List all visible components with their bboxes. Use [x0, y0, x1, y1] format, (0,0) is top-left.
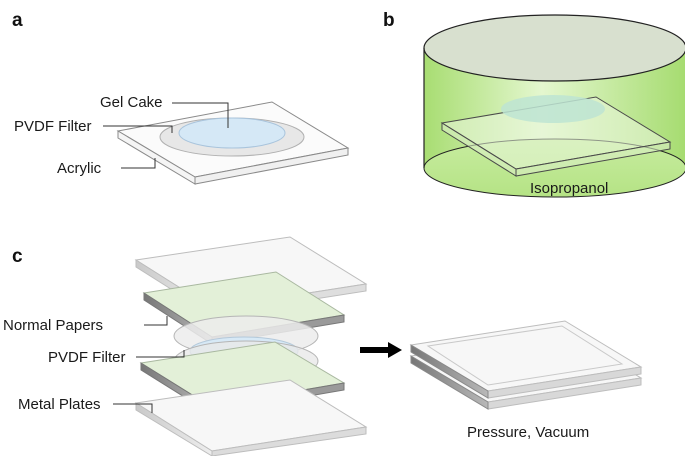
pvdf-filter-label-c: PVDF Filter — [48, 349, 126, 366]
pvdf-filter-label-a: PVDF Filter — [14, 118, 92, 135]
pvdf-filter-leader-c — [136, 350, 185, 358]
gel-cake-label: Gel Cake — [100, 94, 163, 111]
metal-plates-leader — [113, 403, 153, 413]
pvdf-filter-leader-a — [103, 125, 173, 133]
process-arrow — [360, 342, 402, 358]
gel-cake — [178, 117, 286, 149]
gel-cake-leader — [172, 102, 229, 128]
isopropanol-label: Isopropanol — [530, 180, 608, 197]
pressed-stack — [409, 320, 643, 410]
panel-c-letter: c — [12, 246, 23, 267]
panel-a-letter: a — [12, 10, 23, 31]
panel-b-letter: b — [383, 10, 395, 31]
panel-b: b Isopropanol — [383, 10, 685, 198]
acrylic-leader — [121, 158, 156, 169]
panel-c: c — [3, 236, 643, 456]
normal-papers-leader — [144, 316, 168, 326]
submerged-gel — [501, 95, 605, 123]
submerged-acrylic-sheet — [440, 96, 672, 177]
acrylic-label: Acrylic — [57, 160, 102, 177]
panel-a: a Gel Cake PVDF Filter Acrylic — [12, 10, 350, 185]
metal-plates-label: Metal Plates — [18, 396, 101, 413]
normal-papers-label: Normal Papers — [3, 317, 103, 334]
metal-plate-bottom — [134, 379, 368, 456]
pressure-vacuum-label: Pressure, Vacuum — [467, 424, 589, 441]
